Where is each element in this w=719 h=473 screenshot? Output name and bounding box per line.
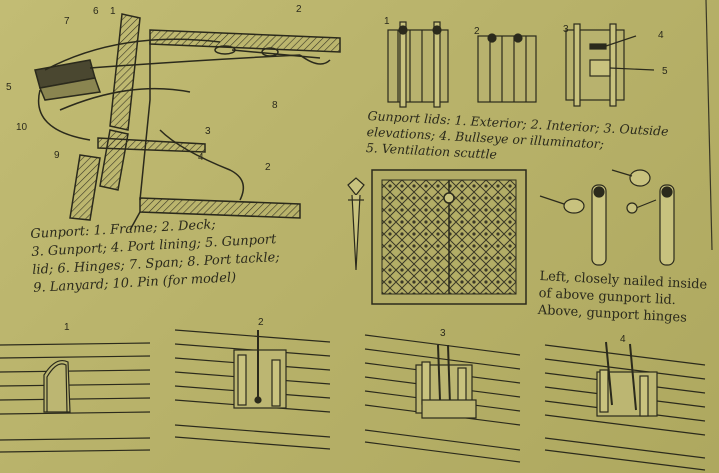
callout-6: 6: [93, 6, 99, 17]
lid-number-3: 3: [563, 24, 569, 35]
hull-planking-3: [364, 334, 521, 463]
gunport-lid-interior: [477, 33, 537, 103]
callout-1: 1: [110, 6, 116, 17]
gunport-lid-outside-elevation: [565, 23, 655, 107]
callout-4: 4: [198, 152, 204, 163]
callout-3: 3: [205, 126, 211, 137]
nailed-lid-drawing: [371, 169, 527, 305]
hull-planking-2: [174, 329, 331, 450]
callout-5: 5: [6, 82, 12, 93]
callout-7: 7: [64, 16, 70, 27]
hull-number-3: 3: [440, 328, 446, 339]
hull-planking-4: [544, 341, 706, 471]
callout-2-lower: 2: [265, 162, 271, 173]
callout-2-upper: 2: [296, 4, 302, 15]
pin-drawing: [347, 177, 365, 271]
lid-numbers: 1 2 3 4 5: [384, 16, 668, 77]
page-border: [705, 0, 713, 251]
bottom-numbers: 1 2 3 4: [64, 317, 626, 345]
gunport-lid-exterior: [387, 21, 449, 108]
callout-9: 9: [54, 150, 60, 161]
nailed-lid-caption: Left, closely nailed inside of above gun…: [537, 268, 708, 326]
lid-number-4: 4: [658, 30, 664, 41]
lid-number-2: 2: [474, 26, 480, 37]
hull-number-1: 1: [64, 322, 70, 333]
lid-number-5: 5: [662, 66, 668, 77]
callout-8: 8: [272, 100, 278, 111]
hull-planking-1: [0, 342, 151, 453]
hull-number-4: 4: [620, 334, 626, 345]
left-callouts: 1 2 2 3 4 5 6 7 8 9 10: [6, 4, 302, 173]
callout-10: 10: [16, 122, 28, 133]
lid-number-1: 1: [384, 16, 390, 27]
gunport-diagram: [34, 13, 341, 231]
gunport-hinges-drawing: [539, 169, 675, 266]
hull-number-2: 2: [258, 317, 264, 328]
